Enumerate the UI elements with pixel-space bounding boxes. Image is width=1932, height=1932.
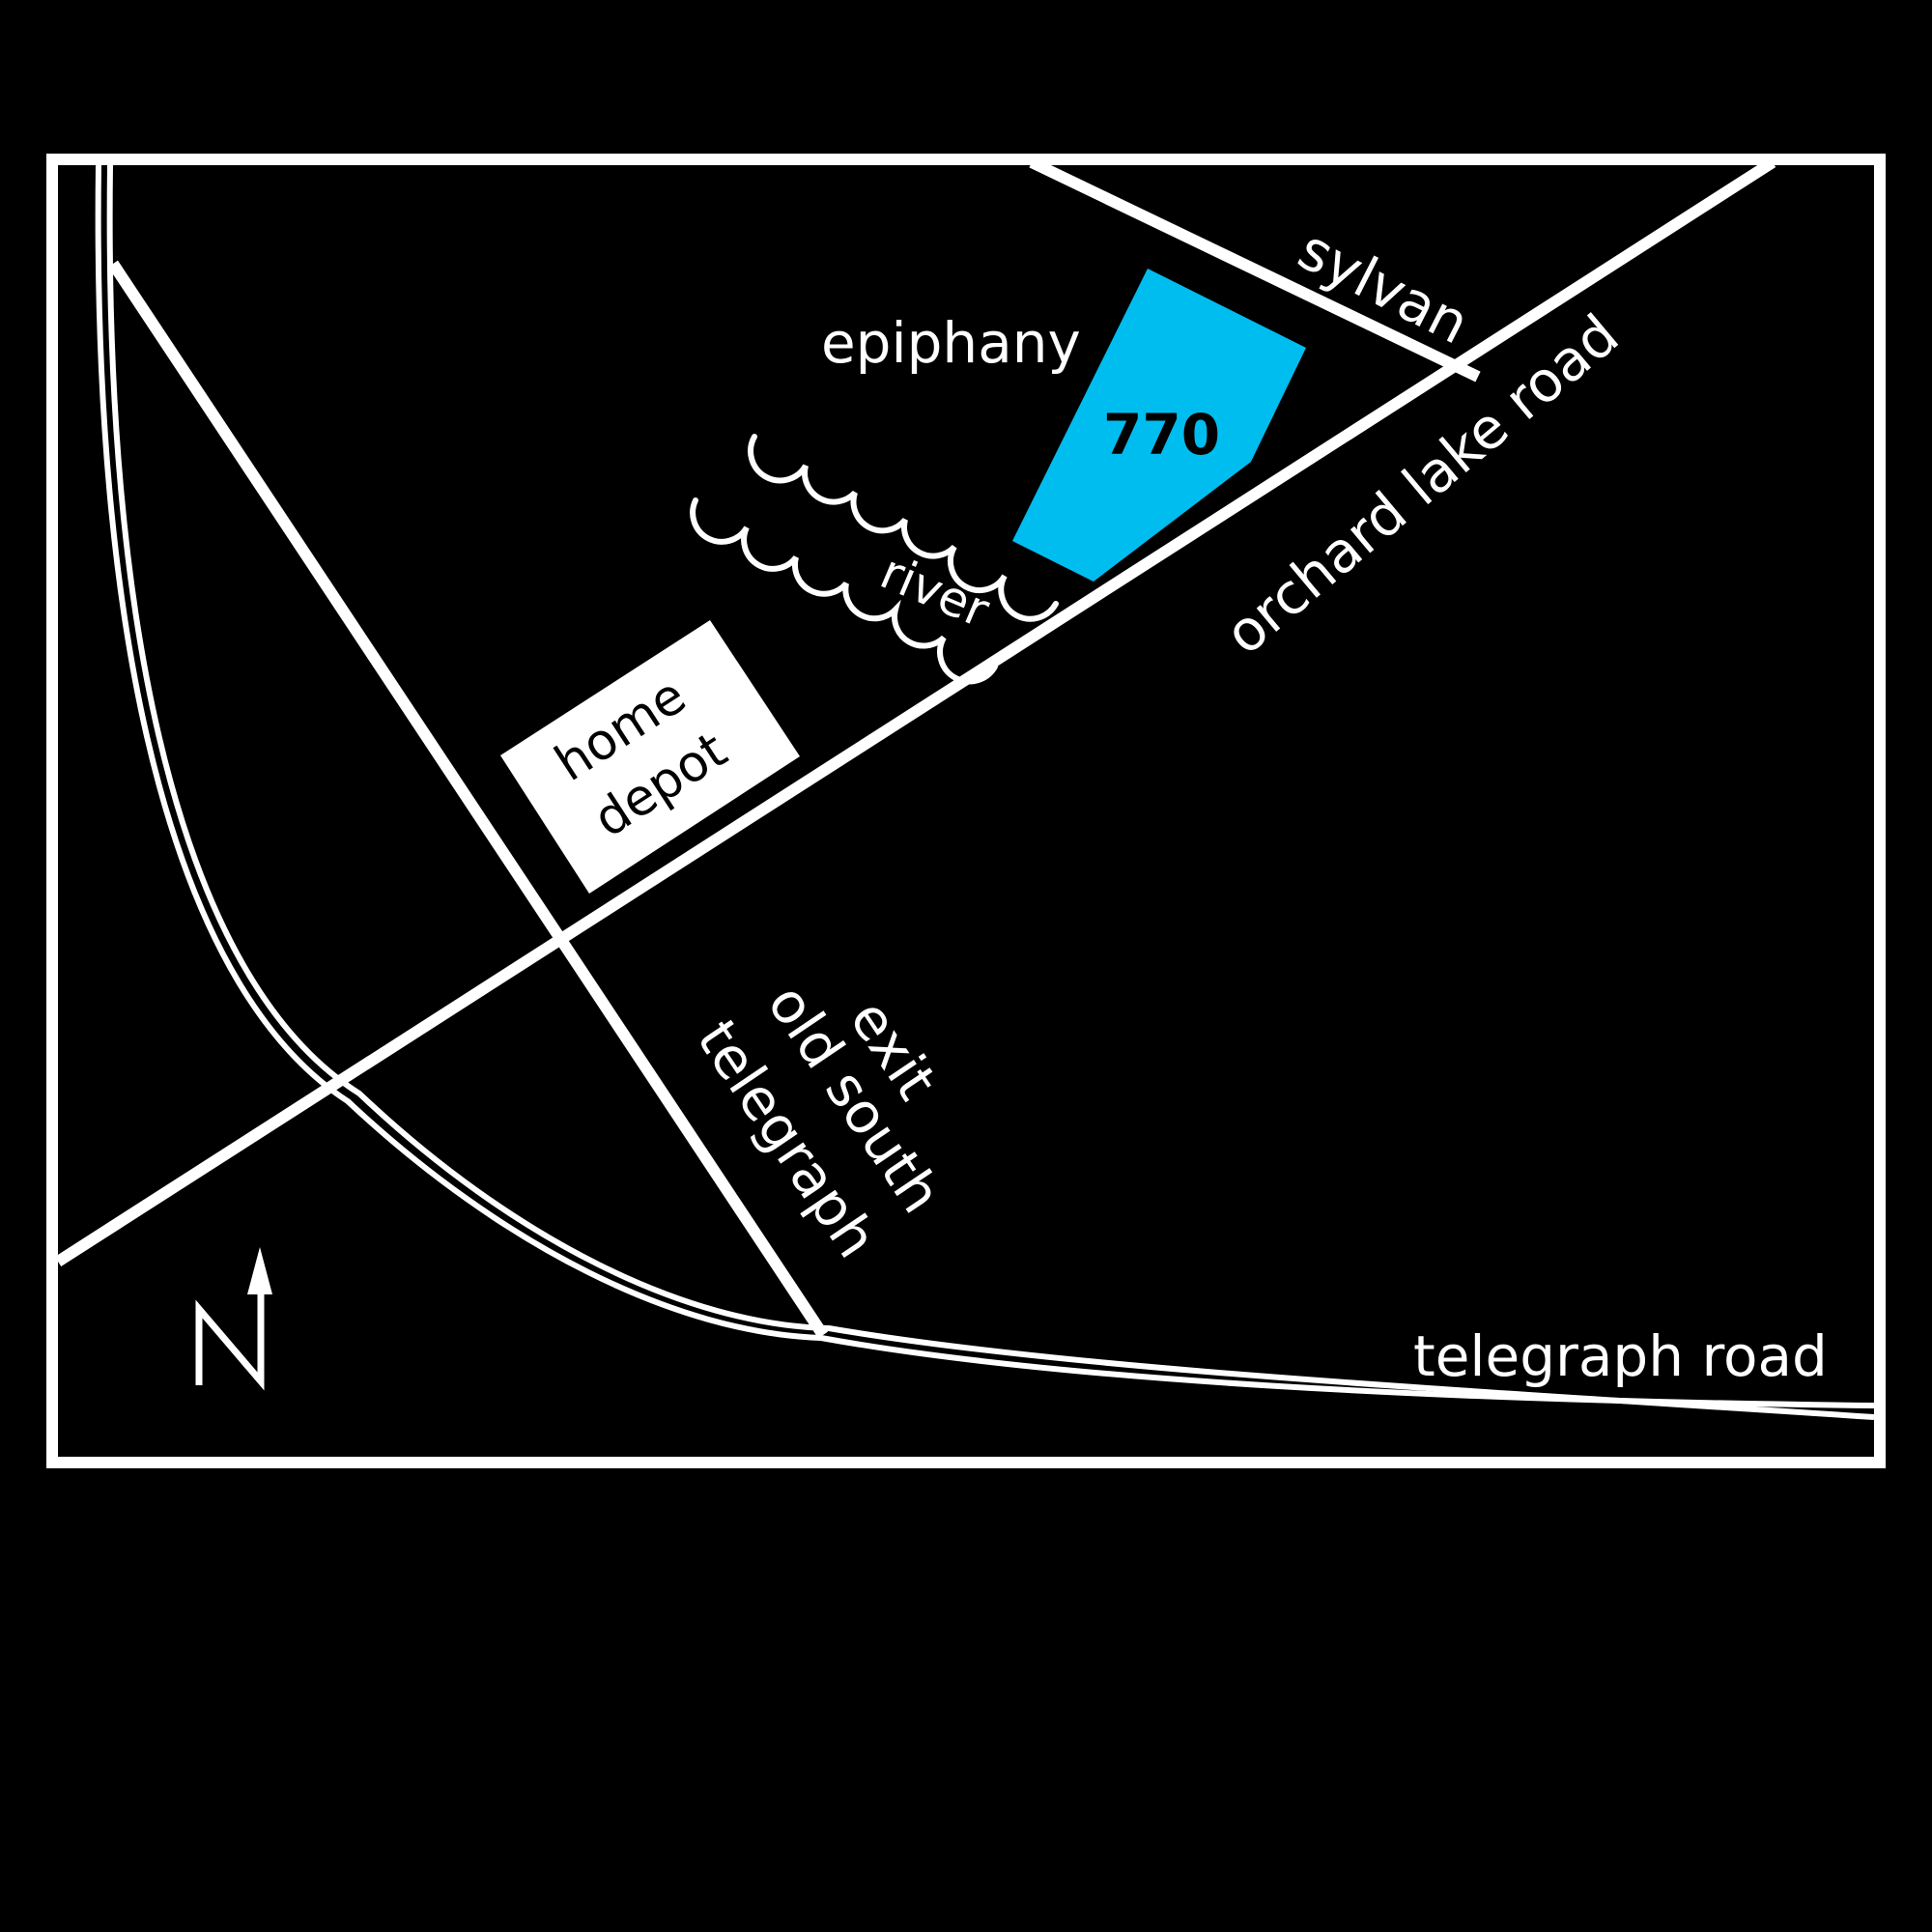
map-frame <box>46 154 1886 1468</box>
orchard-lake-road <box>54 156 1776 1267</box>
telegraph-road <box>95 164 1875 1420</box>
north-arrowhead-icon <box>247 1247 272 1294</box>
old-south-telegraph-road <box>107 260 829 1339</box>
building-770[interactable] <box>1012 269 1306 582</box>
sylvan-road <box>1029 156 1481 383</box>
north-arrow-icon <box>195 1285 265 1391</box>
river-waves <box>690 434 1059 685</box>
home-depot-building[interactable] <box>500 620 800 894</box>
building-770-label: 770 <box>1103 402 1220 468</box>
telegraph-road-label: telegraph road <box>1413 1323 1828 1389</box>
epiphany-label: epiphany <box>821 310 1081 376</box>
